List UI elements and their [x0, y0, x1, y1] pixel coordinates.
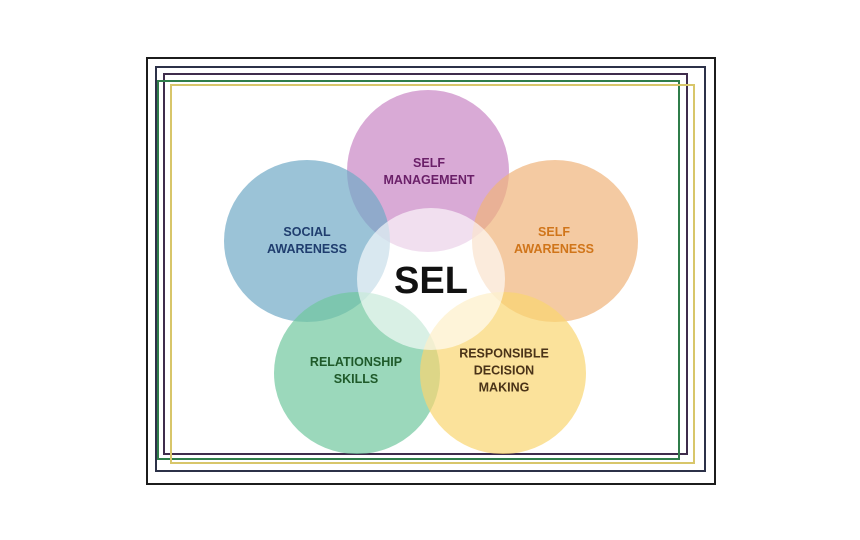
sel-center-label: SEL: [394, 260, 468, 302]
responsible-decision-making-label: RESPONSIBLE DECISION MAKING: [459, 346, 549, 395]
relationship-skills-label: RELATIONSHIP SKILLS: [309, 355, 403, 386]
social-awareness-label: SOCIAL AWARENESS: [267, 225, 347, 256]
self-management-label: SELF MANAGEMENT: [383, 156, 475, 187]
sel-center-circle: [357, 208, 505, 350]
self-awareness-label: SELF AWARENESS: [514, 225, 594, 256]
